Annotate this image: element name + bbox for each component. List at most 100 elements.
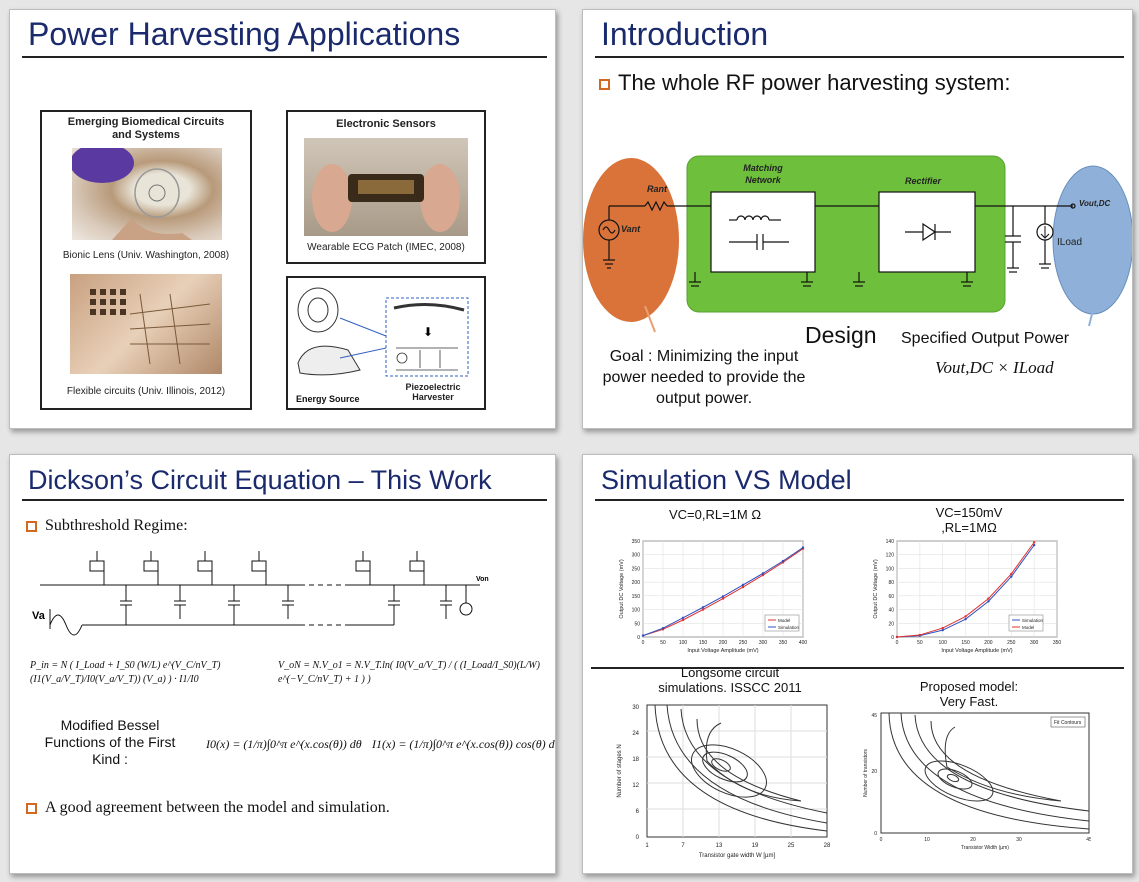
x-tick-label: 100 <box>679 640 688 646</box>
slide-power-harvesting[interactable]: Power Harvesting Applications Emerging B… <box>9 9 556 429</box>
chart4-title: Proposed model: Very Fast. <box>919 679 1019 709</box>
agreement-text: A good agreement between the model and s… <box>45 799 390 816</box>
svg-text:Number of stages N: Number of stages N <box>617 744 623 797</box>
flexible-circuit-caption: Flexible circuits (Univ. Illinois, 2012) <box>66 386 226 397</box>
slide-title: Introduction <box>601 16 769 52</box>
x-tick-label: 150 <box>699 640 708 646</box>
svg-text:Transistor Width (µm): Transistor Width (µm) <box>961 845 1009 851</box>
chart2-title: VC=150mV ,RL=1MΩ <box>935 505 1003 535</box>
slide-dickson-equation[interactable]: Dickson’s Circuit Equation – This Work S… <box>9 454 556 874</box>
stage-n <box>409 551 473 619</box>
dickson-schematic: Va Von <box>32 551 489 636</box>
y-tick-label: 0 <box>891 635 894 641</box>
flexible-circuit-photo <box>70 274 222 374</box>
x-axis-label: Input Voltage Amplitude (mV) <box>687 648 758 654</box>
data-point <box>1010 575 1013 578</box>
y-tick-label: 80 <box>888 580 894 586</box>
x-tick-label: 250 <box>1007 640 1016 646</box>
data-point <box>781 559 785 563</box>
svg-text:0: 0 <box>874 831 877 837</box>
data-point <box>987 597 990 600</box>
svg-text:30: 30 <box>632 705 639 711</box>
y-tick-label: 120 <box>886 553 895 559</box>
x-tick-label: 350 <box>1053 640 1062 646</box>
slide-introduction[interactable]: Introduction The whole RF power harvesti… <box>582 9 1133 429</box>
x-tick-label: 150 <box>961 640 970 646</box>
svg-text:30: 30 <box>1016 837 1022 843</box>
chart3-title: Longsome circuit simulations. ISSCC 2011 <box>658 665 802 695</box>
slide-title: Dickson’s Circuit Equation – This Work <box>28 465 492 495</box>
svg-text:18: 18 <box>632 757 639 763</box>
x-tick-label: 400 <box>799 640 808 646</box>
specified-output-label: Specified Output Power <box>901 330 1070 347</box>
goal-text: Goal : Minimizing the input power needed… <box>602 348 806 407</box>
x-tick-label: 250 <box>739 640 748 646</box>
bionic-lens-caption: Bionic Lens (Univ. Washington, 2008) <box>62 250 230 261</box>
svg-text:⬇: ⬇ <box>423 325 433 339</box>
svg-text:20: 20 <box>871 769 877 775</box>
svg-text:Number of transistors: Number of transistors <box>863 749 869 797</box>
r-ant-label: Rant <box>647 184 667 194</box>
v-ant-label: Vant <box>621 224 641 234</box>
x-tick-label: 200 <box>719 640 728 646</box>
data-point <box>964 617 967 621</box>
y-tick-label: 0 <box>637 635 640 641</box>
slide-simulation-vs-model[interactable]: Simulation VS Model VC=0,RL=1M Ω VC=150m… <box>582 454 1133 874</box>
y-axis-label: Output DC Voltage (mV) <box>619 559 625 618</box>
svg-text:10: 10 <box>924 837 930 843</box>
data-point <box>987 600 990 603</box>
vout-dc-label: Vout,DC <box>1079 199 1111 208</box>
energy-source-label: Energy Source <box>296 394 360 404</box>
bullet-icon <box>599 78 610 90</box>
chart1-title: VC=0,RL=1M Ω <box>668 507 762 522</box>
design-label: Design <box>805 322 877 348</box>
y-tick-label: 350 <box>632 539 641 545</box>
piezo-diagram: ⬇ Energy Source <box>296 287 469 404</box>
data-point <box>721 597 725 600</box>
slide-title: Simulation VS Model <box>601 465 852 495</box>
stage-n1 <box>355 551 400 625</box>
y-tick-label: 140 <box>886 539 895 545</box>
y-tick-label: 250 <box>632 566 641 572</box>
data-point <box>1010 572 1013 576</box>
x-axis-label: Input Voltage Amplitude (mV) <box>941 648 1012 654</box>
stage-3 <box>197 551 240 625</box>
y-tick-label: 100 <box>632 608 641 614</box>
svg-text:45: 45 <box>1086 837 1091 843</box>
svg-text:12: 12 <box>632 783 639 789</box>
output-power-formula: Vout,DC × ILoad <box>935 358 1054 377</box>
x-tick-label: 50 <box>917 640 923 646</box>
x-tick-label: 100 <box>939 640 948 646</box>
y-tick-label: 50 <box>634 621 640 627</box>
svg-text:25: 25 <box>788 843 795 849</box>
matching-network-label: Matching Network <box>743 163 783 185</box>
svg-text:13: 13 <box>716 843 723 849</box>
stage-1 <box>89 551 132 625</box>
legend-label: Simulation <box>778 625 800 630</box>
i1-equation: I1(x) = (1/π)∫0^π e^(x.cos(θ)) cos(θ) dθ <box>372 737 556 751</box>
svg-text:6: 6 <box>636 809 640 815</box>
data-point <box>721 595 725 598</box>
ecg-patch-photo <box>304 138 468 236</box>
biomedical-panel: Emerging Biomedical Circuits and Systems… <box>40 110 252 410</box>
y-tick-label: 40 <box>888 608 894 614</box>
contour-legend: Fit Contours <box>1054 720 1082 726</box>
hand-lens-graphic <box>70 143 192 240</box>
data-point <box>964 615 967 618</box>
source-ellipse <box>583 158 679 322</box>
svg-text:19: 19 <box>752 843 759 849</box>
y-tick-label: 300 <box>632 553 641 559</box>
x-tick-label: 300 <box>759 640 768 646</box>
bessel-label: Modified Bessel Functions of the First K… <box>44 717 176 767</box>
svg-text:1: 1 <box>645 843 649 849</box>
stage-2 <box>143 551 186 619</box>
data-point <box>941 628 944 632</box>
data-point <box>761 573 765 577</box>
title-divider <box>22 56 547 58</box>
von-label: Von <box>476 576 489 583</box>
piezo-label: Piezoelectric Harvester <box>405 382 461 402</box>
data-point <box>681 616 685 619</box>
bionic-lens-photo <box>70 143 222 240</box>
i0-equation: I0(x) = (1/π)∫0^π e^(x.cos(θ)) dθ <box>206 737 362 751</box>
